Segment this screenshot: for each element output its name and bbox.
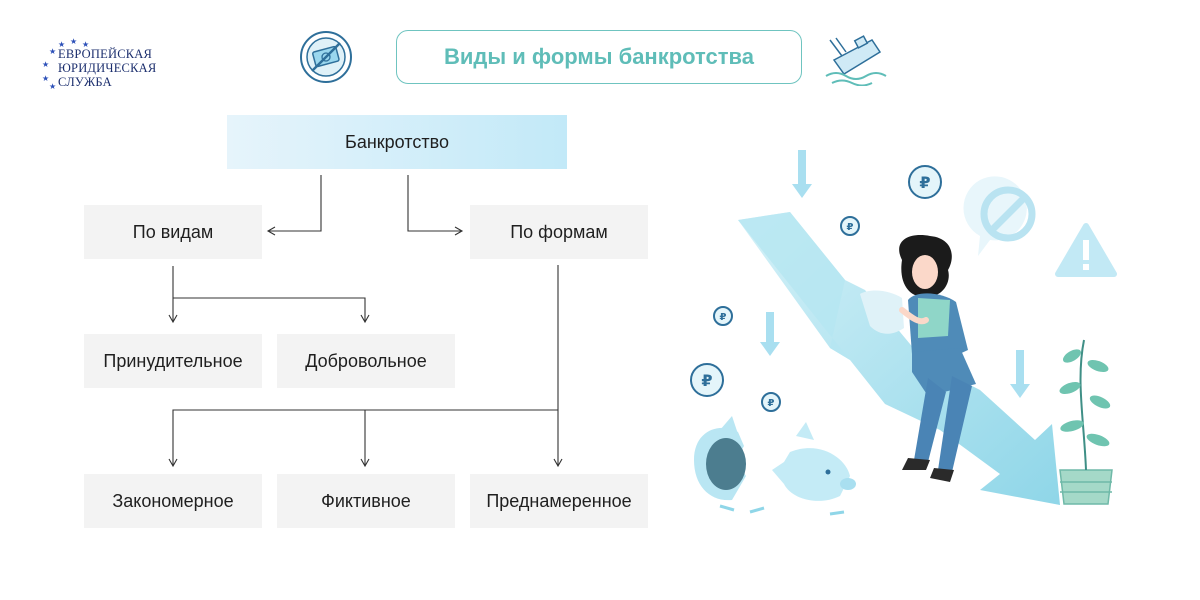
svg-text:★: ★ [42, 74, 49, 83]
svg-text:★: ★ [70, 37, 77, 46]
node-deliberate: Преднамеренное [470, 474, 648, 528]
ruble-coin-icon [690, 165, 942, 412]
sinking-ship-icon [825, 35, 887, 86]
ban-icon [963, 176, 1036, 256]
logo-line: ЕВРОПЕЙСКАЯ [58, 47, 153, 61]
svg-text:₽: ₽ [847, 222, 854, 233]
svg-text:★: ★ [42, 60, 49, 69]
broken-piggy-bank-icon [694, 416, 856, 516]
bankruptcy-illustration: ₽ ₽ ₽ ₽ ₽ [690, 150, 1117, 516]
svg-text:★: ★ [49, 47, 56, 56]
company-logo: ★ ★ ★ ★ ★ ★ ★ ЕВРОПЕЙСКАЯ ЮРИДИЧЕСКАЯ СЛ… [36, 34, 176, 94]
logo-line: ЮРИДИЧЕСКАЯ [58, 61, 157, 75]
node-voluntary: Добровольное [277, 334, 455, 388]
plant-icon [1059, 339, 1113, 505]
node-forced: Принудительное [84, 334, 262, 388]
logo-text: ЕВРОПЕЙСКАЯ ЮРИДИЧЕСКАЯ СЛУЖБА [58, 47, 156, 89]
node-regular: Закономерное [84, 474, 262, 528]
node-by-types: По видам [84, 205, 262, 259]
svg-text:₽: ₽ [768, 398, 775, 409]
page-title: Виды и формы банкротства [396, 30, 802, 84]
svg-text:★: ★ [49, 82, 56, 91]
falling-arrow-icon [738, 212, 1060, 505]
svg-text:₽: ₽ [701, 371, 712, 390]
down-arrow-icon [760, 150, 1030, 398]
node-fictitious: Фиктивное [277, 474, 455, 528]
node-by-forms: По формам [470, 205, 648, 259]
woman-figure [860, 235, 976, 482]
eu-stars-icon: ★ ★ ★ ★ ★ ★ ★ [42, 37, 89, 91]
warning-icon [1055, 223, 1117, 277]
no-money-icon [300, 31, 352, 83]
svg-text:₽: ₽ [919, 173, 930, 192]
svg-text:★: ★ [82, 40, 89, 49]
svg-text:₽: ₽ [720, 312, 727, 323]
logo-line: СЛУЖБА [58, 75, 112, 89]
node-bankruptcy: Банкротство [227, 115, 567, 169]
svg-text:★: ★ [58, 40, 65, 49]
